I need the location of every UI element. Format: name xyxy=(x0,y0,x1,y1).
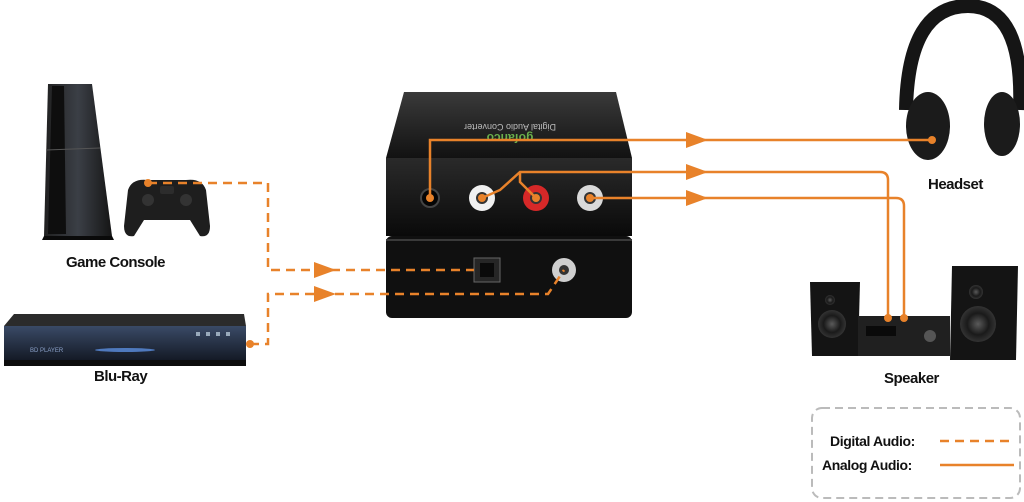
gamepad-icon xyxy=(124,179,210,237)
rca-speaker-line xyxy=(481,170,890,316)
blu-ray-player-icon: BD PLAYER xyxy=(4,314,246,366)
rca-right-branch-line xyxy=(518,172,537,199)
speaker-arrow-1 xyxy=(686,164,708,180)
console-connector-dot xyxy=(144,179,152,187)
game-console-label: Game Console xyxy=(66,254,166,271)
headset-label: Headset xyxy=(928,176,983,193)
headphone-headset-line xyxy=(428,138,932,198)
converter-brand: gofanco xyxy=(487,131,534,145)
player-front-text: BD PLAYER xyxy=(30,348,64,354)
game-console-icon xyxy=(42,84,114,240)
speaker-system-icon xyxy=(810,266,1018,360)
coaxial-speaker-line xyxy=(590,196,906,316)
legend-analog-label: Analog Audio: xyxy=(822,457,912,473)
audio-converter-icon: Digital Audio Converter gofanco xyxy=(386,92,632,318)
converter-title: Digital Audio Converter xyxy=(464,122,556,132)
legend-box xyxy=(811,407,1021,499)
headset-icon xyxy=(899,0,1024,160)
console-arrow xyxy=(314,262,336,278)
legend-digital-label: Digital Audio: xyxy=(830,433,915,449)
headset-arrow xyxy=(686,132,708,148)
analog-audio-connections xyxy=(428,138,932,316)
bluray-coaxial-line xyxy=(250,269,566,346)
speaker-connector-dot-1 xyxy=(884,314,892,322)
blu-ray-label: Blu-Ray xyxy=(94,368,148,385)
speaker-label: Speaker xyxy=(884,370,939,387)
speaker-arrow-2 xyxy=(686,190,708,206)
bluray-arrow xyxy=(314,286,336,302)
speaker-connector-dot-2 xyxy=(900,314,908,322)
digital-audio-connections xyxy=(148,181,566,346)
console-optical-line xyxy=(148,181,474,272)
headset-connector-dot xyxy=(928,136,936,144)
bluray-connector-dot xyxy=(246,340,254,348)
